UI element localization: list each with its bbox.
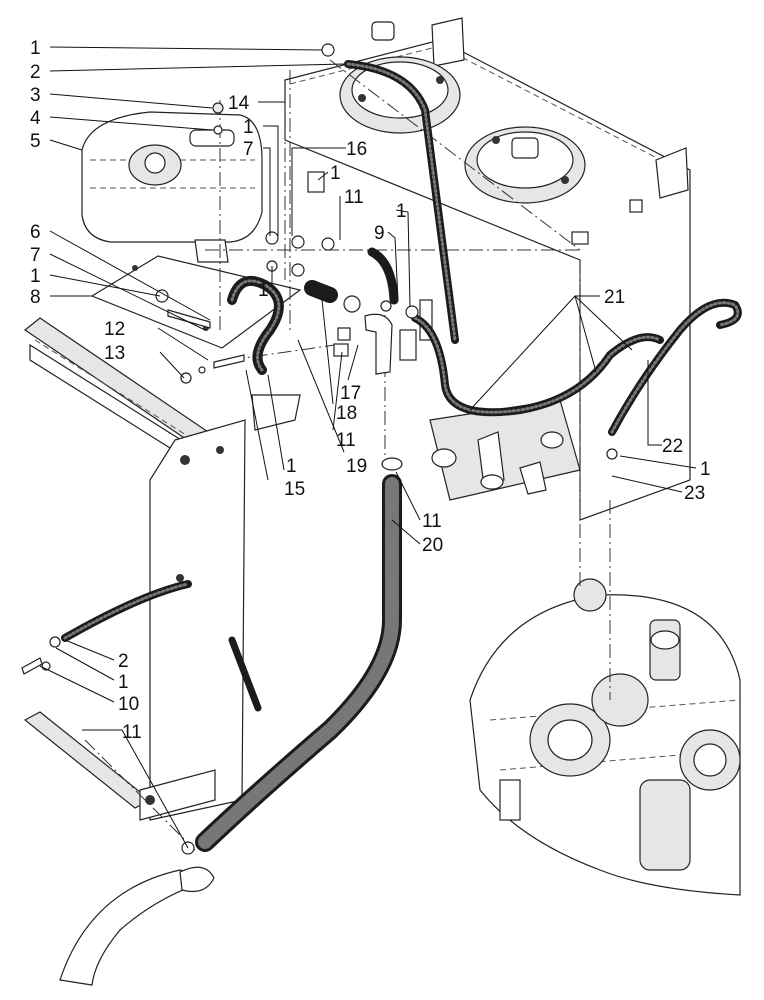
callout-11: 11 (344, 187, 364, 208)
callout-18: 18 (336, 403, 357, 424)
reservoir-tank (81, 111, 263, 263)
callout-20: 20 (422, 535, 443, 556)
engine-assembly (469, 578, 741, 896)
callout-4: 4 (30, 108, 41, 129)
clamps-and-fittings (21, 43, 618, 855)
callout-7: 7 (243, 139, 254, 160)
callout-1: 1 (258, 280, 269, 301)
callout-1: 1 (30, 266, 41, 287)
radiator-core (23, 317, 301, 821)
callout-1: 1 (700, 459, 711, 480)
callout-9: 9 (374, 223, 385, 244)
callout-5: 5 (30, 131, 41, 152)
callout-13: 13 (104, 343, 125, 364)
callout-1: 1 (330, 163, 341, 184)
callout-1: 1 (30, 38, 41, 59)
callout-11: 11 (336, 430, 356, 451)
callout-1: 1 (243, 117, 254, 138)
callout-21: 21 (604, 287, 625, 308)
callout-14: 14 (228, 93, 250, 114)
leader-lines (39, 46, 697, 849)
callout-6: 6 (30, 222, 41, 243)
callout-7: 7 (30, 245, 41, 266)
callout-8: 8 (30, 287, 41, 308)
callout-1: 1 (396, 201, 407, 222)
callout-2: 2 (118, 651, 129, 672)
callout-2: 2 (30, 62, 41, 83)
assembly-lines (84, 59, 611, 851)
callout-22: 22 (662, 436, 683, 457)
callout-10: 10 (118, 694, 139, 715)
radiator-top-tank (284, 17, 691, 521)
callout-16: 16 (346, 139, 367, 160)
callout-11: 11 (422, 511, 442, 532)
callout-17: 17 (340, 383, 361, 404)
hoses (59, 60, 742, 986)
callout-3: 3 (30, 85, 41, 106)
callout-labels: 1 2 3 4 5 14 1 7 16 1 11 1 9 6 7 1 1 8 2… (30, 38, 711, 743)
callout-11: 11 (122, 722, 142, 743)
callout-19: 19 (346, 456, 367, 477)
callout-1: 1 (286, 456, 297, 477)
callout-23: 23 (684, 483, 705, 504)
callout-15: 15 (284, 479, 305, 500)
callout-12: 12 (104, 319, 125, 340)
callout-1: 1 (118, 672, 129, 693)
